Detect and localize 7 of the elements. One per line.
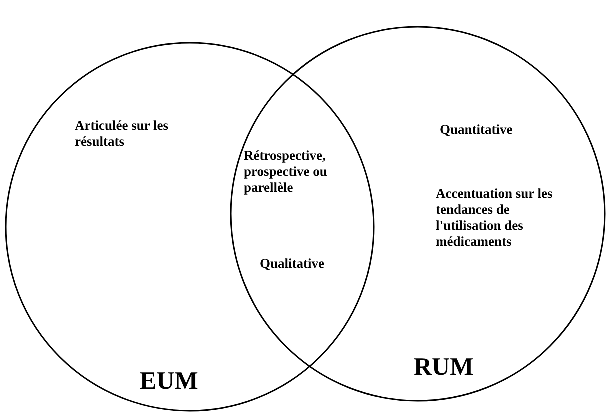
set-description: Quantitative xyxy=(440,122,514,138)
overlap-description: Qualitative xyxy=(260,256,326,272)
set-label: RUM xyxy=(414,354,475,382)
set-description: Accentuation sur les tendances de l'utilisation des médicaments xyxy=(436,186,554,250)
set-description: Articulée sur les résultats xyxy=(75,118,170,150)
set-label: EUM xyxy=(140,368,200,396)
overlap-description: Rétrospective, prospective ou parellèle xyxy=(244,148,328,196)
